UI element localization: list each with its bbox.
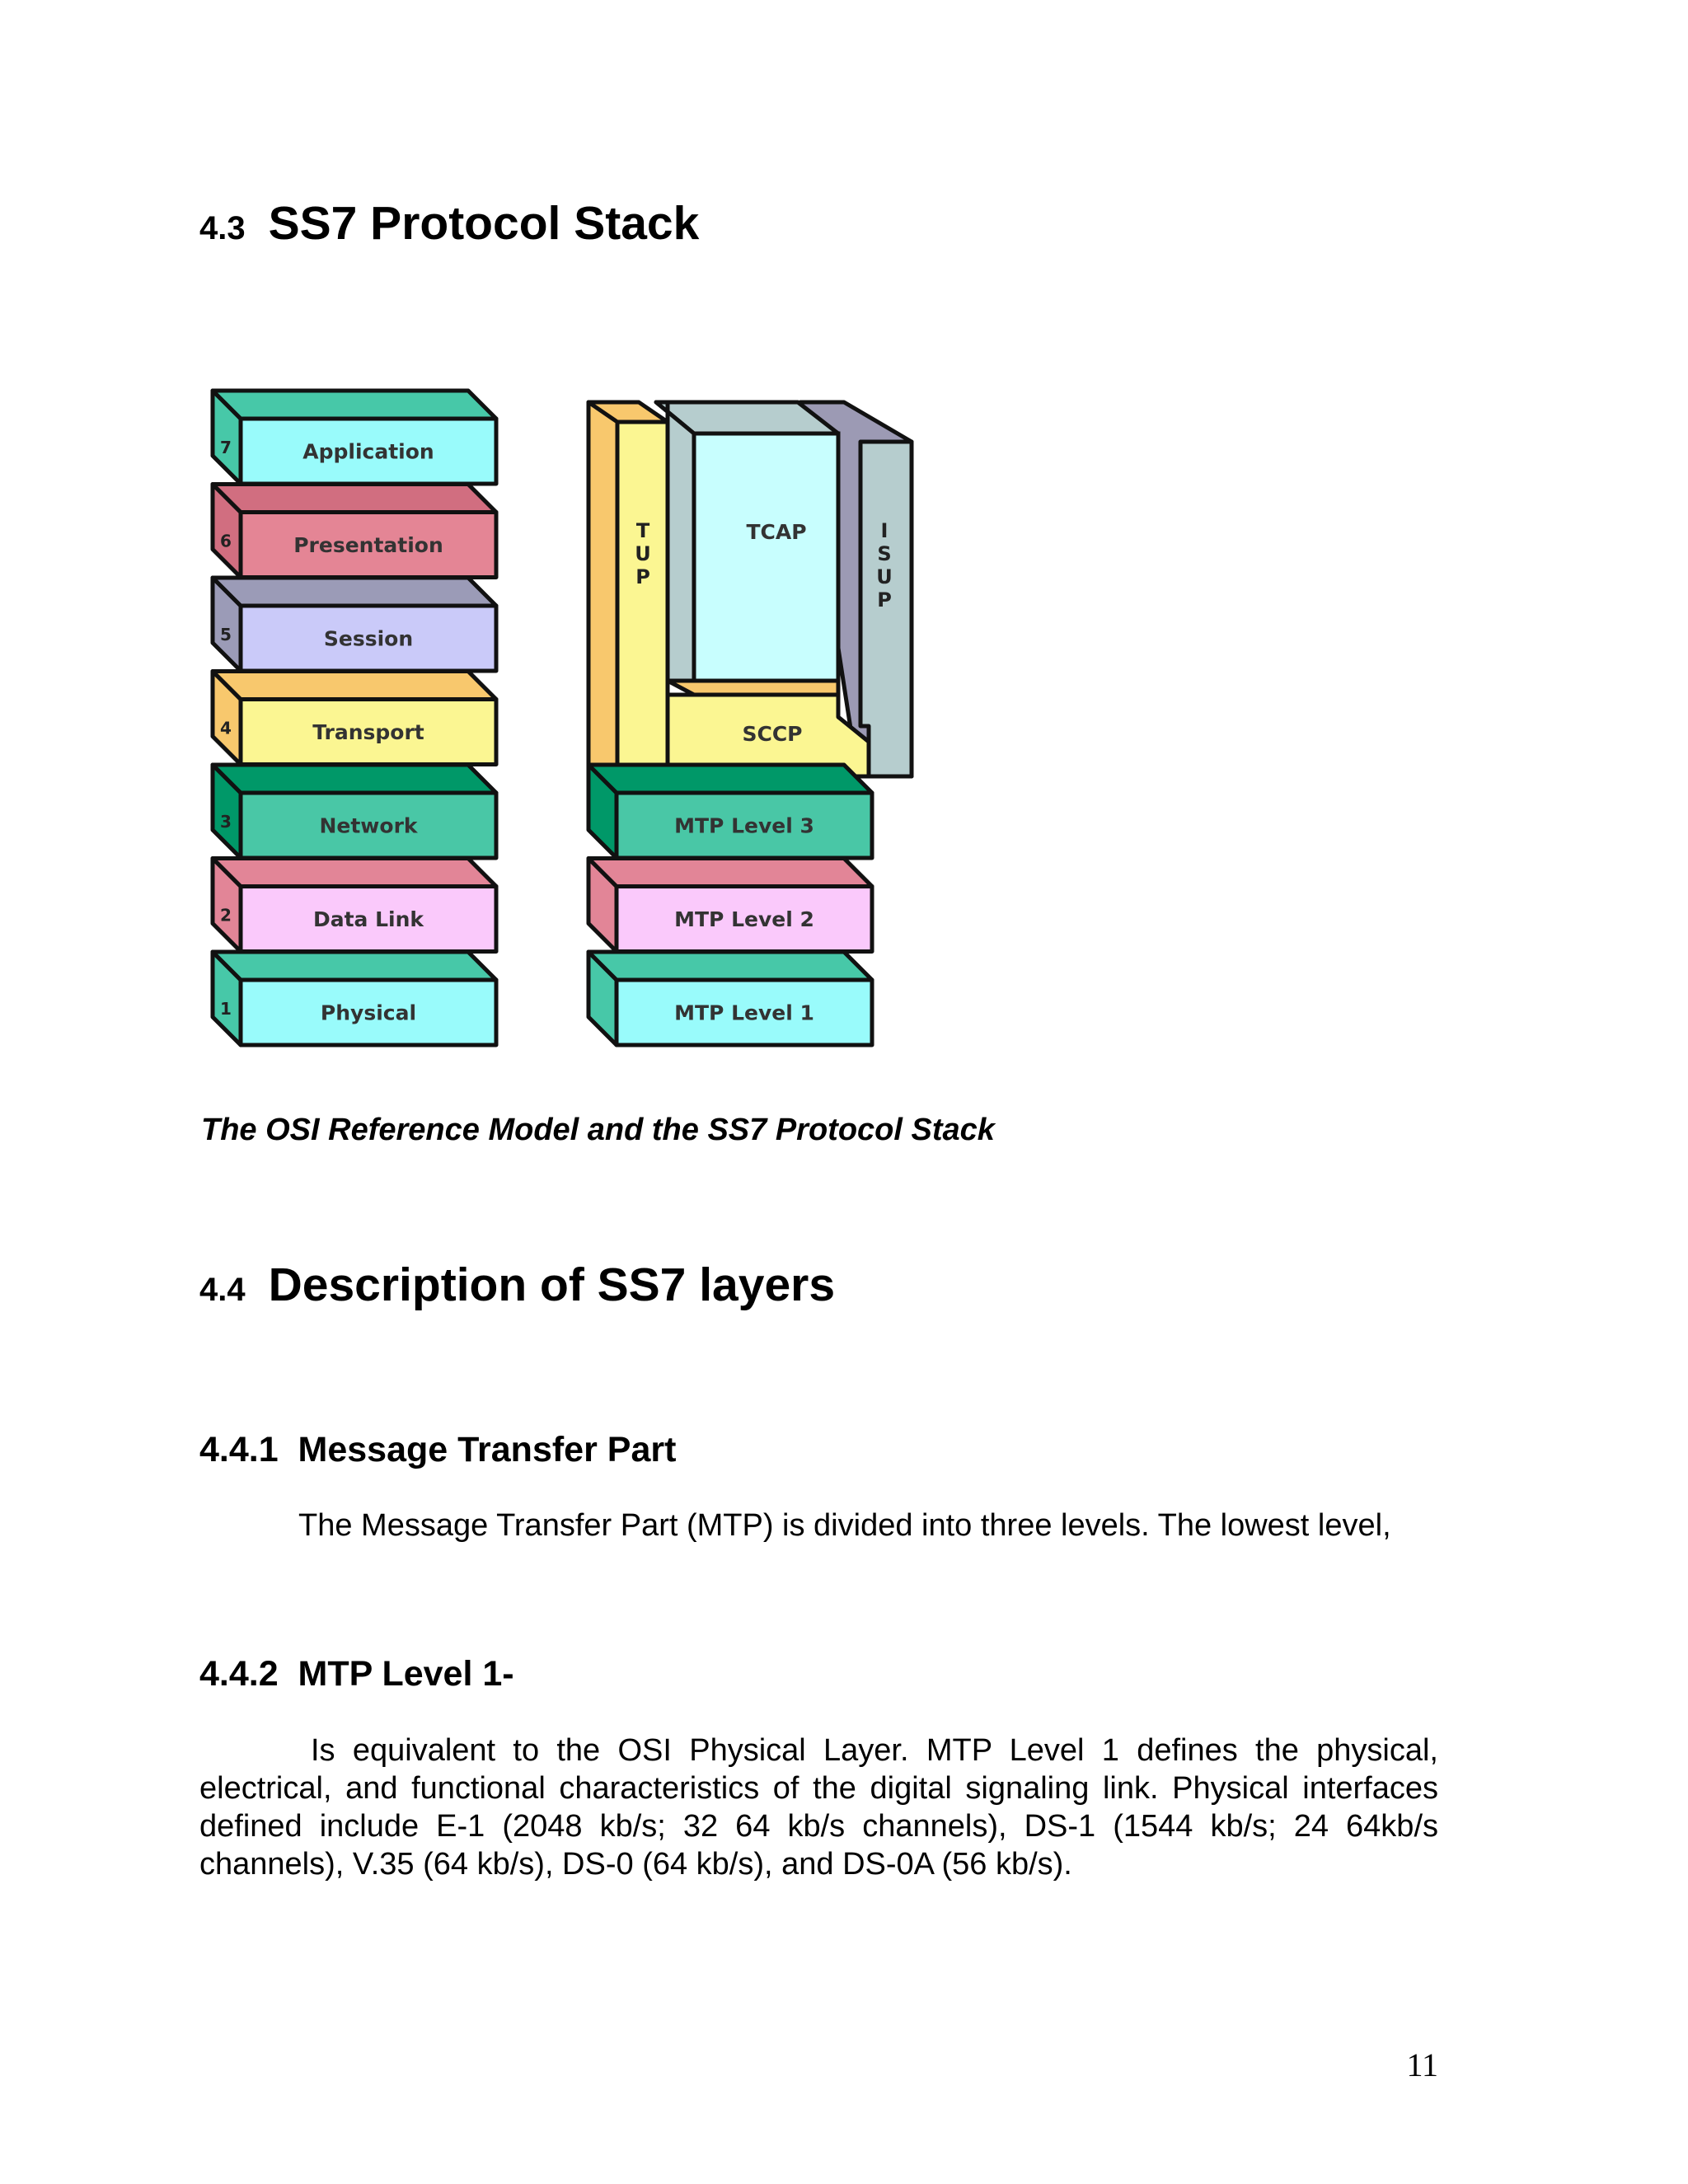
osi-layer-3-top — [213, 765, 496, 793]
osi-layer-6-top — [213, 485, 496, 513]
figure-caption: The OSI Reference Model and the SS7 Prot… — [201, 1113, 995, 1148]
section-4-4-1-heading: 4.4.1 Message Transfer Part — [199, 1430, 676, 1470]
osi-layer-3-label: Network — [319, 814, 418, 838]
isup-letter: S — [877, 542, 891, 565]
isup-letter: I — [881, 519, 889, 542]
osi-layer-7-top — [213, 391, 496, 419]
osi-layer-2-number: 2 — [220, 906, 232, 926]
mtp-paragraph: The Message Transfer Part (MTP) is divid… — [298, 1507, 1438, 1544]
section-title: SS7 Protocol Stack — [269, 197, 700, 250]
mtp-level-1-text: Is equivalent to the OSI Physical Layer.… — [199, 1733, 1438, 1882]
section-4-3-heading: 4.3 SS7 Protocol Stack — [199, 196, 699, 251]
isup-letter: P — [877, 588, 892, 612]
osi-layer-1-top — [213, 952, 496, 980]
sccp-label: SCCP — [742, 722, 802, 746]
osi-layer-4-label: Transport — [312, 720, 424, 744]
tup-letter: U — [635, 542, 651, 565]
isup-letter: U — [876, 565, 893, 588]
osi-layer-6-label: Presentation — [293, 533, 443, 557]
osi-layer-3-number: 3 — [220, 812, 232, 832]
osi-layer-4-top — [213, 672, 496, 700]
osi-layer-2-label: Data Link — [313, 907, 424, 931]
osi-layer-6-number: 6 — [220, 532, 232, 551]
osi-layer-4-number: 4 — [220, 719, 232, 738]
mtp-level-1-paragraph: Is equivalent to the OSI Physical Layer.… — [199, 1732, 1438, 1883]
mtp-level-1-top — [588, 952, 872, 980]
mtp-level-3-top — [588, 765, 872, 793]
osi-layer-2-top — [213, 859, 496, 887]
osi-layer-5-top — [213, 578, 496, 606]
osi-layer-7-label: Application — [302, 440, 434, 464]
section-number: 4.3 — [199, 210, 246, 247]
mtp-level-2-top — [588, 859, 872, 887]
mtp-level-3-label: MTP Level 3 — [674, 814, 814, 838]
tup-side — [588, 402, 617, 775]
mtp-level-1-label: MTP Level 1 — [674, 1001, 814, 1025]
sccp-top — [668, 681, 838, 695]
tcap-front — [694, 434, 838, 681]
ss7-mtp-stack: MTP Level 3 MTP Level 2 MTP Level 1 — [588, 765, 872, 1045]
osi-layer-7-number: 7 — [220, 438, 232, 457]
section-number: 4.4 — [199, 1272, 246, 1309]
ss7-upper-stack — [588, 402, 912, 776]
tup-letter: T — [636, 519, 650, 542]
section-4-4-heading: 4.4 Description of SS7 layers — [199, 1258, 835, 1312]
section-title: Description of SS7 layers — [269, 1258, 835, 1311]
section-4-4-2-heading: 4.4.2 MTP Level 1- — [199, 1654, 514, 1694]
mtp-level-2-label: MTP Level 2 — [674, 907, 814, 931]
osi-layer-5-label: Session — [324, 627, 413, 651]
osi-layer-5-number: 5 — [220, 625, 232, 644]
page-number: 11 — [1401, 2046, 1438, 2084]
tup-front — [617, 422, 668, 775]
osi-layer-1-label: Physical — [321, 1001, 416, 1025]
tup-letter: P — [635, 565, 650, 588]
osi-layer-1-number: 1 — [220, 999, 232, 1019]
tcap-label: TCAP — [746, 520, 806, 544]
